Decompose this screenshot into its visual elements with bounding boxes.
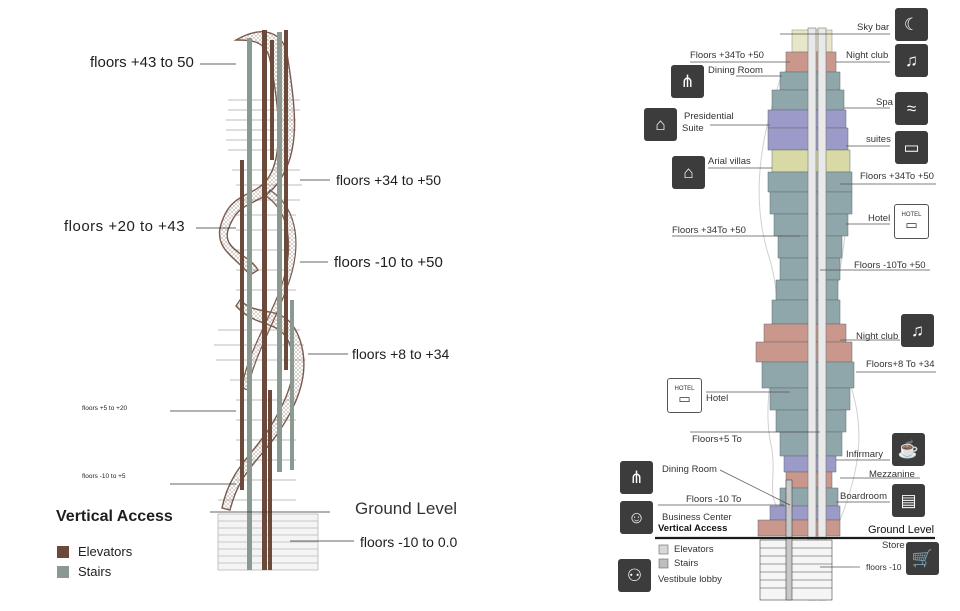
- shopping-cart-icon: 🛒: [906, 542, 939, 575]
- label-floors-m10-0: floors -10 to 0.0: [360, 534, 458, 550]
- r-label-floors-34-50-c: Floors +34To +50: [672, 225, 746, 236]
- floor-plates: [755, 71, 855, 537]
- elevator-shaft-5: [268, 390, 272, 570]
- r-label-sky-bar: Sky bar: [857, 22, 890, 33]
- r-label-night-club-mid: Night club: [856, 331, 899, 342]
- r-label-floors-5: Floors+5 To: [692, 434, 742, 445]
- moon-cocktail-icon: ☾: [895, 8, 928, 41]
- r-label-night-club-top: Night club: [846, 50, 889, 61]
- hotel-sign-text-mid: HOTEL: [674, 386, 695, 392]
- label-floors-m10-5: floors -10 to +5: [82, 473, 126, 480]
- legend-elevators-label: Elevators: [78, 544, 133, 559]
- r-label-vertical-access: Vertical Access: [658, 523, 728, 534]
- swimmer-icon: ≈: [895, 92, 928, 125]
- r-label-mezzanine: Mezzanine: [869, 469, 915, 480]
- hotel-sign-text: HOTEL: [901, 212, 922, 218]
- r-legend-stairs-swatch: [658, 558, 669, 569]
- hotel-bed-icon-mid: HOTEL▭: [667, 378, 702, 413]
- stair-core-3: [290, 300, 294, 470]
- label-floors-43-50: floors +43 to 50: [90, 54, 194, 71]
- mesh-ribbon-lower: [221, 298, 305, 511]
- label-floors-m10-50: floors -10 to +50: [334, 254, 443, 271]
- r-label-floors-34-50-b: Floors +34To +50: [860, 171, 934, 182]
- elevator-shaft-4: [284, 30, 288, 370]
- r-label-floors-34-50-a: Floors +34To +50: [690, 50, 764, 61]
- r-label-business-center: Business Center: [662, 512, 732, 523]
- legend-stairs-swatch: [57, 566, 69, 578]
- house-icon: ⌂: [644, 108, 677, 141]
- r-label-hotel-top: Hotel: [868, 213, 891, 224]
- r-label-presidential-1: Presidential: [684, 111, 734, 122]
- r-label-boardroom: Boardroom: [840, 491, 887, 502]
- r-label-suites: suites: [866, 134, 891, 145]
- legend-title: Vertical Access: [56, 508, 173, 525]
- r-label-stairs: Stairs: [674, 558, 699, 569]
- elevator-shaft-2: [262, 30, 267, 570]
- label-floors-34-50: floors +34 to +50: [336, 172, 442, 188]
- people-icon: ⚇: [618, 559, 651, 592]
- dj-speaker-icon-mid: ♫: [901, 314, 934, 347]
- r-label-infirmary: Infirmary: [846, 449, 883, 460]
- right-tower: [655, 27, 936, 601]
- coffee-cup-icon: ☕: [892, 433, 925, 466]
- r-label-presidential-2: Suite: [682, 123, 704, 134]
- right-leader-lines: [658, 33, 936, 568]
- r-label-dining-room-low: Dining Room: [662, 464, 717, 475]
- stair-core-1: [247, 38, 252, 570]
- r-label-floors-m10: Floors -10 To: [686, 494, 742, 505]
- r-label-floors-m10-50: Floors -10To +50: [854, 260, 926, 271]
- r-label-floors-m10-low: floors -10: [866, 562, 902, 572]
- elevator-shaft-3: [270, 40, 274, 160]
- left-leader-lines: [170, 63, 354, 542]
- legend-stairs-label: Stairs: [78, 564, 112, 579]
- bed-icon: ▭: [895, 131, 928, 164]
- r-label-store: Store: [882, 540, 905, 551]
- fork-knife-icon-low: ⋔: [620, 461, 653, 494]
- right-basement: [759, 479, 833, 601]
- dj-speaker-icon: ♫: [895, 44, 928, 77]
- elevator-shaft-1: [240, 160, 244, 490]
- presentation-icon: ▤: [892, 484, 925, 517]
- hotel-bed-icon: HOTEL▭: [894, 204, 929, 239]
- r-label-dining-room-top: Dining Room: [708, 65, 763, 76]
- label-floors-5-20: floors +5 to +20: [82, 405, 128, 412]
- label-floors-20-43: floors +20 to +43: [64, 218, 186, 235]
- meeting-icon: ☺: [620, 501, 653, 534]
- label-floors-8-34: floors +8 to +34: [352, 346, 450, 362]
- r-legend-elevators-swatch: [658, 544, 669, 555]
- label-ground-level: Ground Level: [355, 499, 458, 518]
- r-label-ground-level: Ground Level: [868, 524, 935, 536]
- r-label-floors-8-34: Floors+8 To +34: [866, 359, 935, 370]
- r-label-vestibule: Vestibule lobby: [658, 574, 722, 585]
- villas-icon: ⌂: [672, 156, 705, 189]
- r-label-elevators: Elevators: [674, 544, 714, 555]
- fork-knife-icon: ⋔: [671, 65, 704, 98]
- r-label-arial-villas: Arial villas: [708, 156, 751, 167]
- legend-elevators-swatch: [57, 546, 69, 558]
- r-label-spa: Spa: [876, 97, 893, 108]
- left-tower: [57, 30, 354, 578]
- stair-core-2: [277, 32, 282, 472]
- mesh-ribbon-upper: [218, 31, 296, 276]
- r-label-hotel-mid: Hotel: [706, 393, 729, 404]
